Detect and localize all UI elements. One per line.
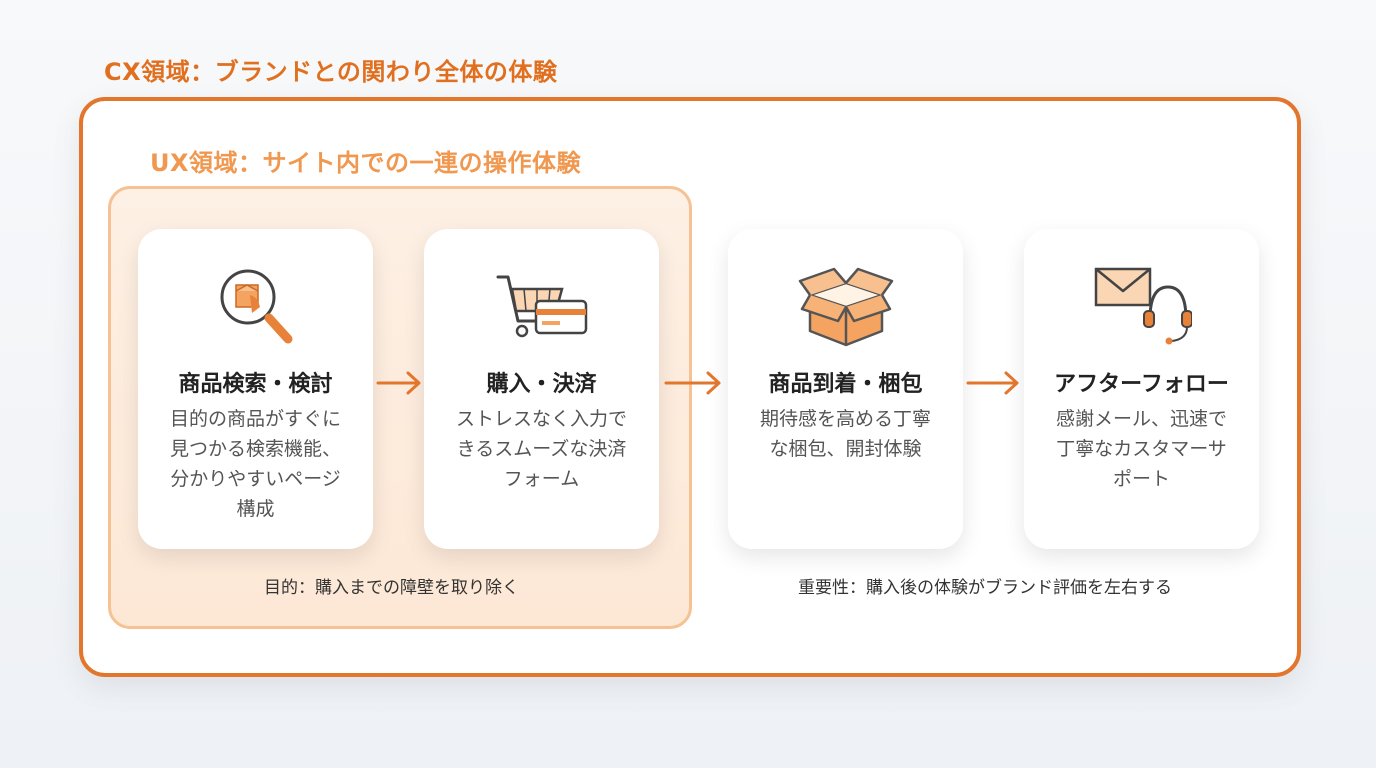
cart-card-icon <box>492 261 592 351</box>
mail-headset-icon <box>1092 261 1193 351</box>
step-card-aftercare: アフターフォロー 感謝メール、迅速で 丁寧なカスタマーサ ポート <box>1024 229 1259 549</box>
step-card-delivery: 商品到着・梱包 期待感を高める丁寧 な梱包、開封体験 <box>728 229 963 549</box>
step-card-purchase: 購入・決済 ストレスなく入力で きるスムーズな決済 フォーム <box>424 229 659 549</box>
step-card-search: 商品検索・検討 目的の商品がすぐに 見つかる検索機能、 分かりやすいページ 構成 <box>138 229 373 549</box>
cx-importance-note: 重要性：購入後の体験がブランド評価を左右する <box>798 578 1172 598</box>
arrow-right-icon <box>966 371 1019 395</box>
magnifier-product-icon <box>206 261 306 351</box>
ux-domain-title: UX領域：サイト内での一連の操作体験 <box>150 149 581 177</box>
step-title: アフターフォロー <box>1054 372 1229 397</box>
step-title: 商品到着・梱包 <box>768 372 923 397</box>
step-title: 購入・決済 <box>486 372 597 397</box>
open-box-icon <box>796 261 896 351</box>
step-description: 感謝メール、迅速で 丁寧なカスタマーサ ポート <box>1055 408 1227 490</box>
step-description: ストレスなく入力で きるスムーズな決済 フォーム <box>455 408 627 490</box>
arrow-right-icon <box>664 371 721 395</box>
step-title: 商品検索・検討 <box>178 372 333 397</box>
step-description: 期待感を高める丁寧 な梱包、開封体験 <box>759 408 931 460</box>
ux-purpose-note: 目的：購入までの障壁を取り除く <box>264 578 519 598</box>
step-description: 目的の商品がすぐに 見つかる検索機能、 分かりやすいページ 構成 <box>169 408 341 520</box>
cx-domain-title: CX領域：ブランドとの関わり全体の体験 <box>104 58 558 86</box>
arrow-right-icon <box>376 371 421 395</box>
